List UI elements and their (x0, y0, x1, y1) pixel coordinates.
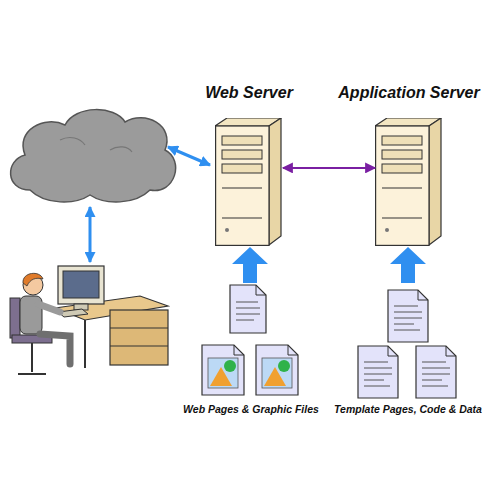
person-arm (38, 304, 60, 312)
tower-side (269, 118, 281, 245)
graphic-file (202, 345, 244, 395)
graphic-file (256, 345, 298, 395)
document (416, 346, 456, 398)
document (256, 345, 298, 395)
cloud-user-arrow (89, 207, 92, 262)
desk-drawer (110, 328, 168, 329)
web-page (230, 285, 266, 333)
page-fold (388, 346, 398, 356)
cloud-shade (60, 138, 132, 152)
monitor (58, 266, 104, 304)
image-circle (224, 360, 236, 372)
user-at-desk (10, 266, 168, 374)
person-hair (23, 273, 43, 286)
panel-line (382, 218, 422, 219)
network-cloud (11, 110, 176, 202)
server-node: Web Server (215, 118, 283, 246)
panel-line (222, 188, 262, 189)
group-caption: Template Pages, Code & Data (334, 403, 482, 415)
text-lines (394, 306, 422, 330)
page-fold (234, 345, 244, 355)
page-fold (446, 346, 456, 356)
drive-bay (222, 150, 262, 159)
template-page (388, 290, 428, 342)
server-heading: Web Server (205, 84, 293, 102)
server-heading: Application Server (338, 84, 479, 102)
upload-arrow (390, 247, 426, 283)
drive-bay (382, 136, 422, 145)
chair-post (31, 343, 33, 372)
page-fold (418, 290, 428, 300)
document (388, 290, 428, 342)
image-circle (278, 360, 290, 372)
text-lines (422, 362, 450, 386)
desk-leg (84, 320, 86, 368)
image-frame (262, 358, 292, 388)
desk-body (110, 310, 168, 365)
power-light (385, 228, 389, 232)
desk-drawer (110, 346, 168, 347)
page-fold (288, 345, 298, 355)
server-node: Application Server (375, 118, 443, 246)
document (358, 346, 398, 398)
chair-base (18, 373, 46, 375)
drive-bay (382, 150, 422, 159)
power-light (225, 228, 229, 232)
image-frame (208, 358, 238, 388)
chair-back (10, 298, 20, 338)
document (230, 285, 266, 333)
drive-bay (222, 136, 262, 145)
monitor-screen (63, 271, 99, 298)
code-file (358, 346, 398, 398)
drive-bay (382, 164, 422, 173)
text-lines (364, 362, 392, 386)
cloud-web-arrow (168, 147, 210, 165)
upload-arrow (232, 247, 268, 283)
group-caption: Web Pages & Graphic Files (183, 403, 319, 415)
tower-side (429, 118, 441, 245)
tower-front (216, 126, 269, 245)
panel-line (382, 188, 422, 189)
page-fold (256, 285, 266, 295)
document (202, 345, 244, 395)
server-tower (375, 118, 443, 246)
server-link-arrow (283, 167, 375, 169)
person-legs (40, 334, 70, 364)
tower-front (376, 126, 429, 245)
text-lines (236, 302, 260, 320)
server-tower (215, 118, 283, 246)
data-file (416, 346, 456, 398)
drive-bay (222, 164, 262, 173)
panel-line (222, 218, 262, 219)
